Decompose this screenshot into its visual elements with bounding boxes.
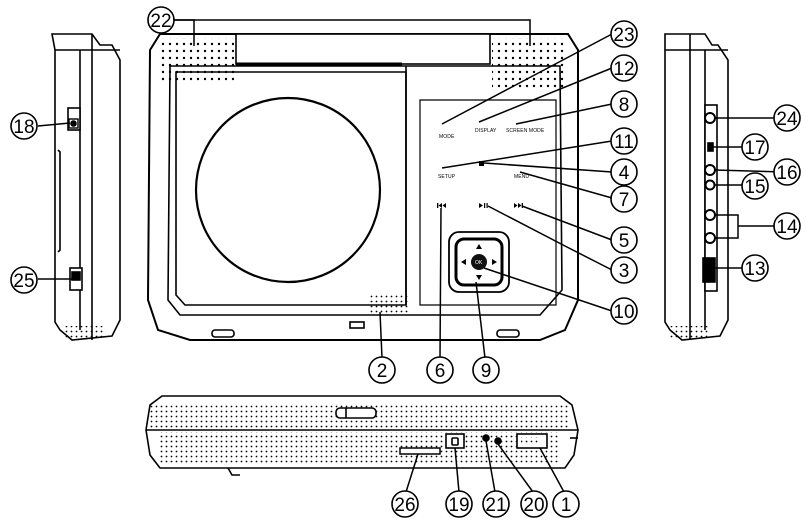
- callout-15: 15: [741, 172, 769, 200]
- svg-text:6: 6: [435, 361, 446, 382]
- callout-5: 5: [610, 226, 638, 254]
- callout-3: 3: [610, 256, 638, 284]
- usb-port-19: [445, 433, 465, 449]
- jack-14a: [704, 209, 716, 221]
- svg-text:15: 15: [744, 177, 765, 198]
- svg-text:2: 2: [377, 361, 388, 382]
- jack-16: [704, 164, 716, 176]
- ok-button: [471, 254, 487, 270]
- svg-text:25: 25: [13, 271, 34, 292]
- callout-12: 12: [610, 54, 638, 82]
- jack-14b: [704, 232, 716, 244]
- bottom-view: [145, 395, 579, 476]
- stop-icon: [479, 161, 484, 166]
- callout-18: 18: [10, 112, 38, 140]
- svg-text:4: 4: [619, 163, 630, 184]
- right-side-view: [664, 33, 729, 341]
- callout-21: 21: [482, 490, 510, 518]
- callout-9: 9: [472, 356, 500, 384]
- callout-13: 13: [741, 254, 769, 282]
- ir-indicator-17: [707, 142, 714, 152]
- callout-22: 22: [147, 6, 175, 34]
- setup-label: SETUP: [438, 174, 456, 180]
- svg-text:1: 1: [561, 495, 572, 516]
- callout-25: 25: [10, 266, 38, 294]
- callout-2: 2: [368, 356, 396, 384]
- callout-16: 16: [773, 158, 801, 186]
- svg-text:24: 24: [776, 109, 798, 130]
- callout-17: 17: [741, 133, 769, 161]
- card-slot-26: [399, 447, 441, 455]
- callout-23: 23: [610, 20, 638, 48]
- speaker-left-grille: [160, 38, 234, 82]
- speaker-bottom-grille: [368, 293, 408, 313]
- mode-label: MODE: [439, 134, 455, 140]
- display-label: DISPLAY: [475, 128, 497, 134]
- prev-icon: [437, 203, 446, 208]
- headphone-jack-24: [704, 112, 716, 124]
- callout-1: 1: [552, 490, 580, 518]
- callout-26: 26: [391, 490, 419, 518]
- left-side-view: [51, 33, 121, 341]
- callout-14: 14: [773, 212, 801, 240]
- svg-text:18: 18: [13, 117, 34, 138]
- nav-pad-inner: [454, 237, 504, 287]
- jack-15: [704, 179, 716, 191]
- nav-arrows: [461, 244, 497, 280]
- svg-text:13: 13: [744, 259, 765, 280]
- svg-text:23: 23: [613, 25, 634, 46]
- svg-text:14: 14: [776, 217, 798, 238]
- svg-text:20: 20: [523, 495, 544, 516]
- svg-text:17: 17: [744, 138, 765, 159]
- callout-4: 4: [610, 158, 638, 186]
- svg-text:21: 21: [485, 495, 506, 516]
- screen-mode-label: SCREEN MODE: [506, 128, 545, 134]
- leader-lines: [37, 19, 785, 493]
- svg-text:9: 9: [481, 361, 492, 382]
- speaker-right-grille: [492, 38, 566, 90]
- callout-10: 10: [610, 297, 638, 325]
- svg-text:12: 12: [613, 59, 634, 80]
- nav-pad-outer: [448, 231, 510, 293]
- callout-19: 19: [445, 490, 473, 518]
- svg-text:16: 16: [776, 163, 797, 184]
- callout-24: 24: [773, 104, 801, 132]
- svg-text:8: 8: [619, 95, 630, 116]
- svg-text:7: 7: [619, 190, 630, 211]
- callouts: 22 23 12 8 11 4 7 5 3 10 2 6 9 18 25 24 …: [10, 6, 801, 518]
- svg-text:11: 11: [614, 132, 634, 153]
- callout-6: 6: [426, 356, 454, 384]
- svg-text:5: 5: [619, 231, 630, 252]
- menu-label: MENU: [514, 174, 529, 180]
- svg-text:22: 22: [150, 11, 171, 32]
- disc-window: [194, 96, 382, 284]
- front-view: [146, 33, 579, 341]
- play-pause-icon: [479, 203, 488, 208]
- svg-text:26: 26: [394, 495, 415, 516]
- svg-text:10: 10: [613, 302, 634, 323]
- ok-label: OK: [475, 260, 483, 266]
- callout-20: 20: [520, 490, 548, 518]
- svg-text:19: 19: [448, 495, 469, 516]
- callout-8: 8: [610, 90, 638, 118]
- dc-in-13: [702, 257, 716, 283]
- callout-11: 11: [610, 127, 638, 155]
- svg-text:3: 3: [619, 261, 630, 282]
- callout-7: 7: [610, 185, 638, 213]
